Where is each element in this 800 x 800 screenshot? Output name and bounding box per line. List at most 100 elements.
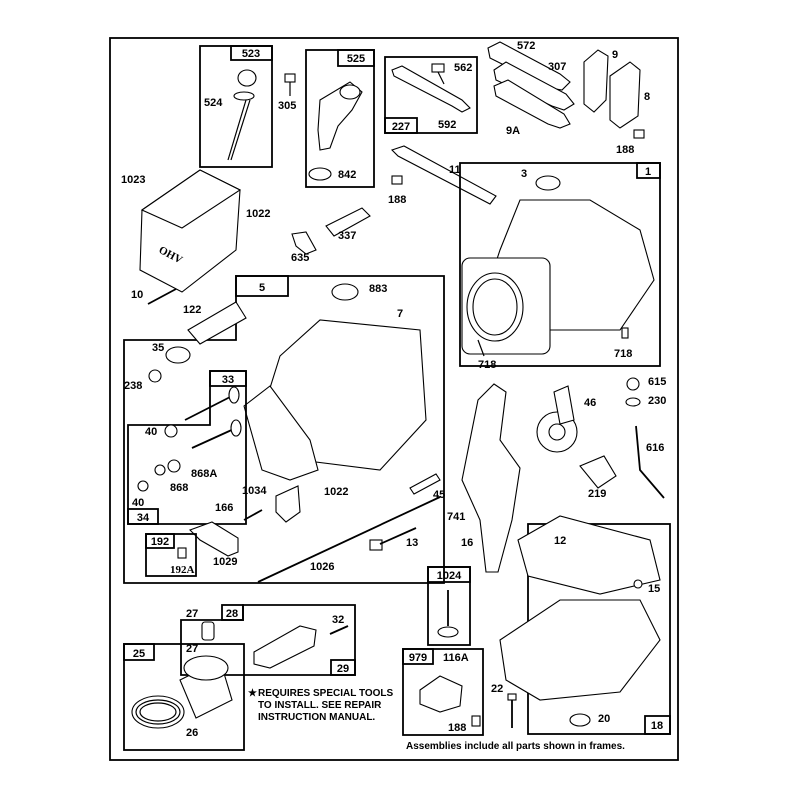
- label-12: 12: [554, 535, 566, 547]
- label-616: 616: [646, 442, 664, 454]
- label-15: 15: [648, 583, 660, 595]
- label-18: 18: [651, 720, 663, 732]
- frame-523: 523 524: [199, 45, 273, 168]
- label-16: 16: [461, 537, 473, 549]
- frame-1: 1 3 718 718: [459, 162, 661, 371]
- label-592: 592: [438, 119, 456, 131]
- label-741: 741: [447, 511, 465, 523]
- label-25: 25: [133, 648, 145, 660]
- pushrod-area: 1026 45 13: [257, 473, 445, 583]
- label-523: 523: [242, 48, 260, 60]
- label-7: 7: [397, 308, 403, 320]
- note-special-tools-1: REQUIRES SPECIAL TOOLS: [258, 688, 394, 699]
- label-192a: 192A: [170, 564, 195, 576]
- label-29: 29: [337, 663, 349, 675]
- label-5: 5: [259, 282, 265, 294]
- label-192: 192: [151, 536, 169, 548]
- note-assemblies: Assemblies include all parts shown in fr…: [406, 741, 625, 752]
- misc-mid: 1034 166 1029 192 192A: [145, 485, 301, 577]
- label-32: 32: [332, 614, 344, 626]
- note-special-tools-3: INSTRUCTION MANUAL.: [258, 712, 375, 723]
- label-307: 307: [548, 61, 566, 73]
- label-615: 615: [648, 376, 666, 388]
- star-symbol: ★: [248, 688, 257, 699]
- label-28: 28: [226, 608, 238, 620]
- label-524: 524: [204, 97, 223, 109]
- sump: [499, 599, 661, 701]
- outer-frame: [109, 37, 679, 761]
- gaskets-572: 572 9A 307 9 8 188: [487, 40, 650, 156]
- label-1023: 1023: [121, 174, 145, 186]
- frame-5: 5 10 122 883 7 35 238 1022: [123, 275, 445, 584]
- label-166: 166: [215, 502, 233, 514]
- label-35: 35: [152, 342, 164, 354]
- label-188a: 188: [616, 144, 634, 156]
- frame-1024: 1024: [427, 566, 471, 646]
- label-22: 22: [491, 683, 503, 695]
- label-188b: 188: [388, 194, 406, 206]
- label-572: 572: [517, 40, 535, 52]
- label-1029: 1029: [213, 556, 237, 568]
- crankshaft: 741 16: [447, 383, 521, 573]
- label-20: 20: [598, 713, 610, 725]
- label-46: 46: [584, 397, 596, 409]
- frame-25: 25 27 26: [123, 643, 245, 751]
- label-33: 33: [222, 374, 234, 386]
- label-219: 219: [588, 488, 606, 500]
- label-122: 122: [183, 304, 201, 316]
- label-188c: 188: [448, 722, 466, 734]
- misc-top: 11 188 337 635: [291, 145, 497, 264]
- frame-33: 33 34 40 868A 868 40: [127, 370, 247, 525]
- label-10: 10: [131, 289, 143, 301]
- bracket-227: [391, 65, 471, 113]
- label-1: 1: [645, 166, 651, 178]
- label-227: 227: [392, 121, 410, 133]
- label-40b: 40: [132, 497, 144, 509]
- bolt-305: 305: [278, 73, 296, 112]
- o-ring-842: [308, 167, 332, 181]
- label-842: 842: [338, 169, 356, 181]
- label-40a: 40: [145, 426, 157, 438]
- connecting-rod: [253, 625, 317, 669]
- label-868a: 868A: [191, 468, 217, 480]
- label-979: 979: [409, 652, 427, 664]
- label-337: 337: [338, 230, 356, 242]
- label-8: 8: [644, 91, 650, 103]
- label-45: 45: [433, 489, 445, 501]
- label-11: 11: [449, 164, 461, 176]
- frame-227: 227 562 592: [384, 56, 478, 134]
- label-238: 238: [124, 380, 142, 392]
- label-9a: 9A: [506, 125, 520, 137]
- label-26: 26: [186, 727, 198, 739]
- label-116a: 116A: [443, 652, 469, 664]
- label-27a: 27: [186, 608, 198, 620]
- label-3: 3: [521, 168, 527, 180]
- label-525: 525: [347, 53, 365, 65]
- label-27b: 27: [186, 643, 198, 655]
- label-635: 635: [291, 252, 309, 264]
- label-1022b: 1022: [324, 486, 348, 498]
- label-718a: 718: [478, 359, 496, 371]
- label-1026: 1026: [310, 561, 334, 573]
- label-13: 13: [406, 537, 418, 549]
- gasket-12: [517, 515, 661, 595]
- frame-18: 18 12 15 20: [499, 515, 671, 735]
- spark-plug: [325, 207, 371, 237]
- label-868: 868: [170, 482, 188, 494]
- label-34: 34: [137, 512, 150, 524]
- label-9: 9: [612, 49, 618, 61]
- label-1034: 1034: [242, 485, 267, 497]
- dipstick-cap: [237, 69, 257, 87]
- frame-28: 28 27 32 29: [180, 604, 356, 676]
- note-special-tools-2: TO INSTALL. SEE REPAIR: [258, 700, 382, 711]
- label-1022a: 1022: [246, 208, 270, 220]
- label-718b: 718: [614, 348, 632, 360]
- label-883: 883: [369, 283, 387, 295]
- valve-cover: 1023 OHV 1022: [121, 169, 270, 293]
- camshaft-area: 46 219 615 230 616: [536, 376, 666, 500]
- frame-979: 979 116A 188: [402, 648, 484, 736]
- label-562: 562: [454, 62, 472, 74]
- label-305: 305: [278, 100, 296, 112]
- frame-525: 525 842: [305, 49, 375, 188]
